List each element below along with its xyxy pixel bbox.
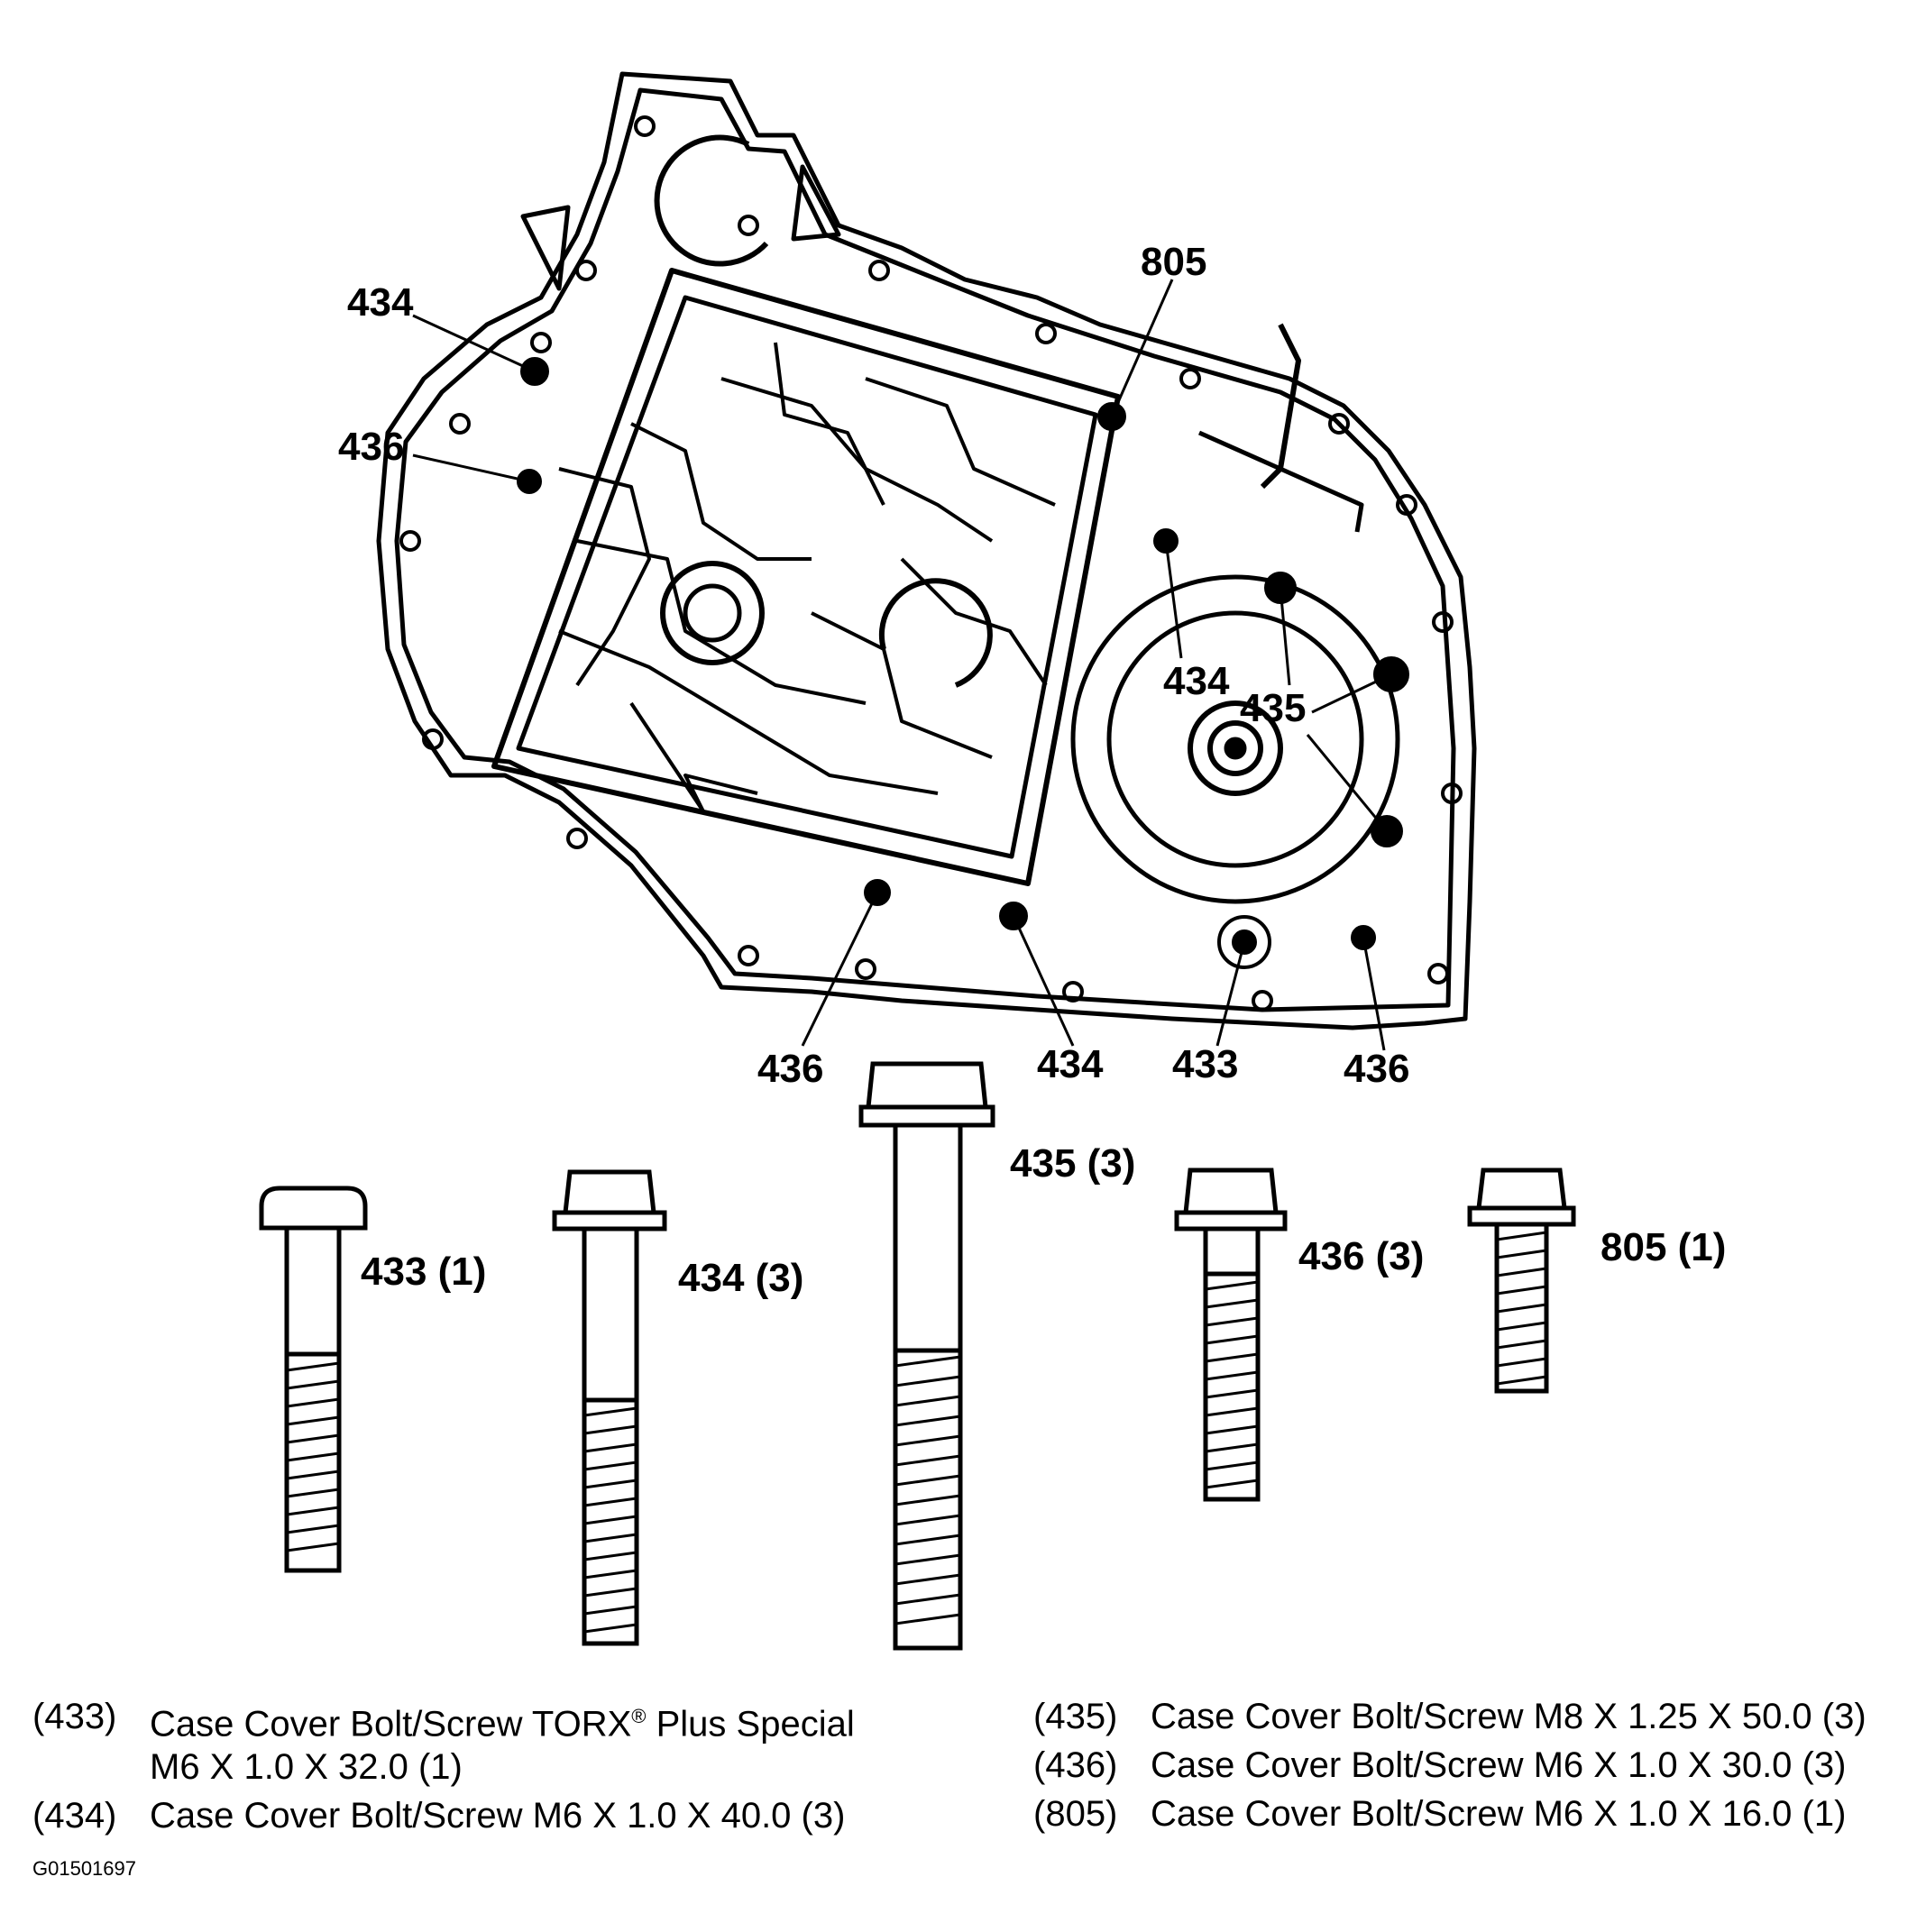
legend-item-436: (436) Case Cover Bolt/Screw M6 X 1.0 X 3… (1033, 1744, 1867, 1787)
bolt-436-label: 436 (3) (1298, 1234, 1424, 1278)
callout-434-mid: 434 (1163, 659, 1230, 703)
callout-434-left: 434 (347, 280, 414, 325)
servo-hub-2 (1207, 720, 1263, 776)
bolt-805-flange (1467, 1205, 1576, 1227)
bolt-805-head (1476, 1167, 1567, 1211)
valve-body-plate (491, 268, 1121, 886)
bolt-436-thread (1203, 1271, 1261, 1502)
valve-passages (558, 342, 1056, 813)
bolt-433 (259, 1186, 368, 1573)
bolt-433-head (259, 1186, 368, 1231)
leader-435-down (1306, 734, 1389, 832)
leader-435-up (1279, 587, 1291, 686)
leader-435-right (1311, 673, 1392, 714)
legend-item-434: (434) Case Cover Bolt/Screw M6 X 1.0 X 4… (32, 1794, 855, 1837)
legend-desc-continued: M6 X 1.0 X 32.0 (1) (150, 1747, 463, 1788)
servo-mid (1106, 610, 1364, 868)
callout-436-bottom-left: 436 (757, 1047, 823, 1091)
bolt-436-flange (1174, 1210, 1288, 1232)
valve-body-inner (516, 295, 1098, 859)
legend-code: (436) (1033, 1745, 1118, 1785)
legend-desc: Case Cover Bolt/Screw TORX® Plus Special (150, 1704, 855, 1744)
bolt-434-flange (552, 1210, 667, 1232)
bolt-435-label: 435 (3) (1010, 1141, 1135, 1186)
bolt-435-shank (893, 1122, 963, 1353)
legend-desc: Case Cover Bolt/Screw M6 X 1.0 X 40.0 (3… (150, 1796, 846, 1836)
triangle-feature-1 (520, 205, 571, 291)
legend-item-433: (433) Case Cover Bolt/Screw TORX® Plus S… (32, 1695, 855, 1745)
valve-body-bore-inner (683, 583, 742, 643)
bolt-433-shank (284, 1225, 342, 1357)
case-outline (376, 71, 1477, 1030)
legend-code: (435) (1033, 1697, 1118, 1736)
c-shaped-boss (654, 134, 769, 267)
legend-desc: Case Cover Bolt/Screw M6 X 1.0 X 16.0 (1… (1151, 1794, 1847, 1834)
legend-code: (805) (1033, 1794, 1118, 1834)
valve-body-hub (878, 578, 993, 688)
legend-code: (433) (32, 1697, 117, 1736)
callout-436-left: 436 (338, 425, 404, 469)
servo-hub-1 (1188, 700, 1283, 796)
legend-code: (434) (32, 1796, 117, 1836)
leader-434-left (412, 314, 536, 373)
legend-item-805: (805) Case Cover Bolt/Screw M6 X 1.0 X 1… (1033, 1792, 1867, 1836)
bolt-434-head (563, 1169, 656, 1215)
legend-item-435: (435) Case Cover Bolt/Screw M8 X 1.25 X … (1033, 1695, 1867, 1738)
case-cover-drawing (376, 71, 1477, 1030)
bolt-434-shank (582, 1226, 639, 1403)
callout-434-bottom: 434 (1037, 1042, 1104, 1086)
leader-434-bottom (1012, 915, 1075, 1047)
legend-right: (435) Case Cover Bolt/Screw M8 X 1.25 X … (1033, 1695, 1867, 1836)
callout-436-bottom-right: 436 (1344, 1047, 1409, 1091)
legend-desc: Case Cover Bolt/Screw M8 X 1.25 X 50.0 (… (1151, 1697, 1867, 1736)
bolt-805-label: 805 (1) (1601, 1225, 1726, 1269)
case-inner-outline (394, 87, 1456, 1012)
bolt-433-label: 433 (1) (361, 1250, 486, 1294)
leader-433-bottom (1215, 941, 1246, 1047)
callout-805-top: 805 (1141, 240, 1206, 284)
triangle-feature-2 (791, 164, 841, 242)
shift-shaft (1260, 323, 1301, 490)
callout-433-bottom: 433 (1172, 1042, 1238, 1086)
bolt-434-label: 434 (3) (678, 1256, 803, 1300)
bolt-433-thread (284, 1351, 342, 1573)
bolt-436-shank (1203, 1226, 1261, 1277)
bolt-435-flange (858, 1104, 995, 1128)
figure-id: G01501697 (32, 1857, 136, 1880)
leader-436-left (412, 453, 530, 483)
legend-left: (433) Case Cover Bolt/Screw TORX® Plus S… (32, 1695, 855, 1837)
leader-lines (412, 279, 1392, 1051)
bolt-435-head (866, 1061, 988, 1110)
servo-outer (1070, 574, 1400, 904)
bolt-436-head (1183, 1167, 1279, 1215)
bolt-435 (858, 1061, 995, 1651)
leader-434-mid (1164, 540, 1183, 659)
bolt-positions (517, 357, 1409, 969)
leader-805-top (1110, 279, 1174, 417)
leader-436-bottom-right (1362, 937, 1386, 1051)
shift-lever (1197, 430, 1364, 533)
servo-hub-3 (1224, 737, 1247, 760)
valve-body-bore (660, 561, 765, 665)
callout-435-mid: 435 (1240, 686, 1306, 730)
bolt-805 (1467, 1167, 1576, 1394)
leader-436-bottom-left (801, 892, 879, 1047)
bolt-434 (552, 1169, 667, 1646)
bolt-436 (1174, 1167, 1288, 1502)
registered-mark: ® (631, 1705, 647, 1727)
flange-holes (399, 115, 1463, 1012)
legend-desc: Case Cover Bolt/Screw M6 X 1.0 X 30.0 (3… (1151, 1745, 1847, 1785)
